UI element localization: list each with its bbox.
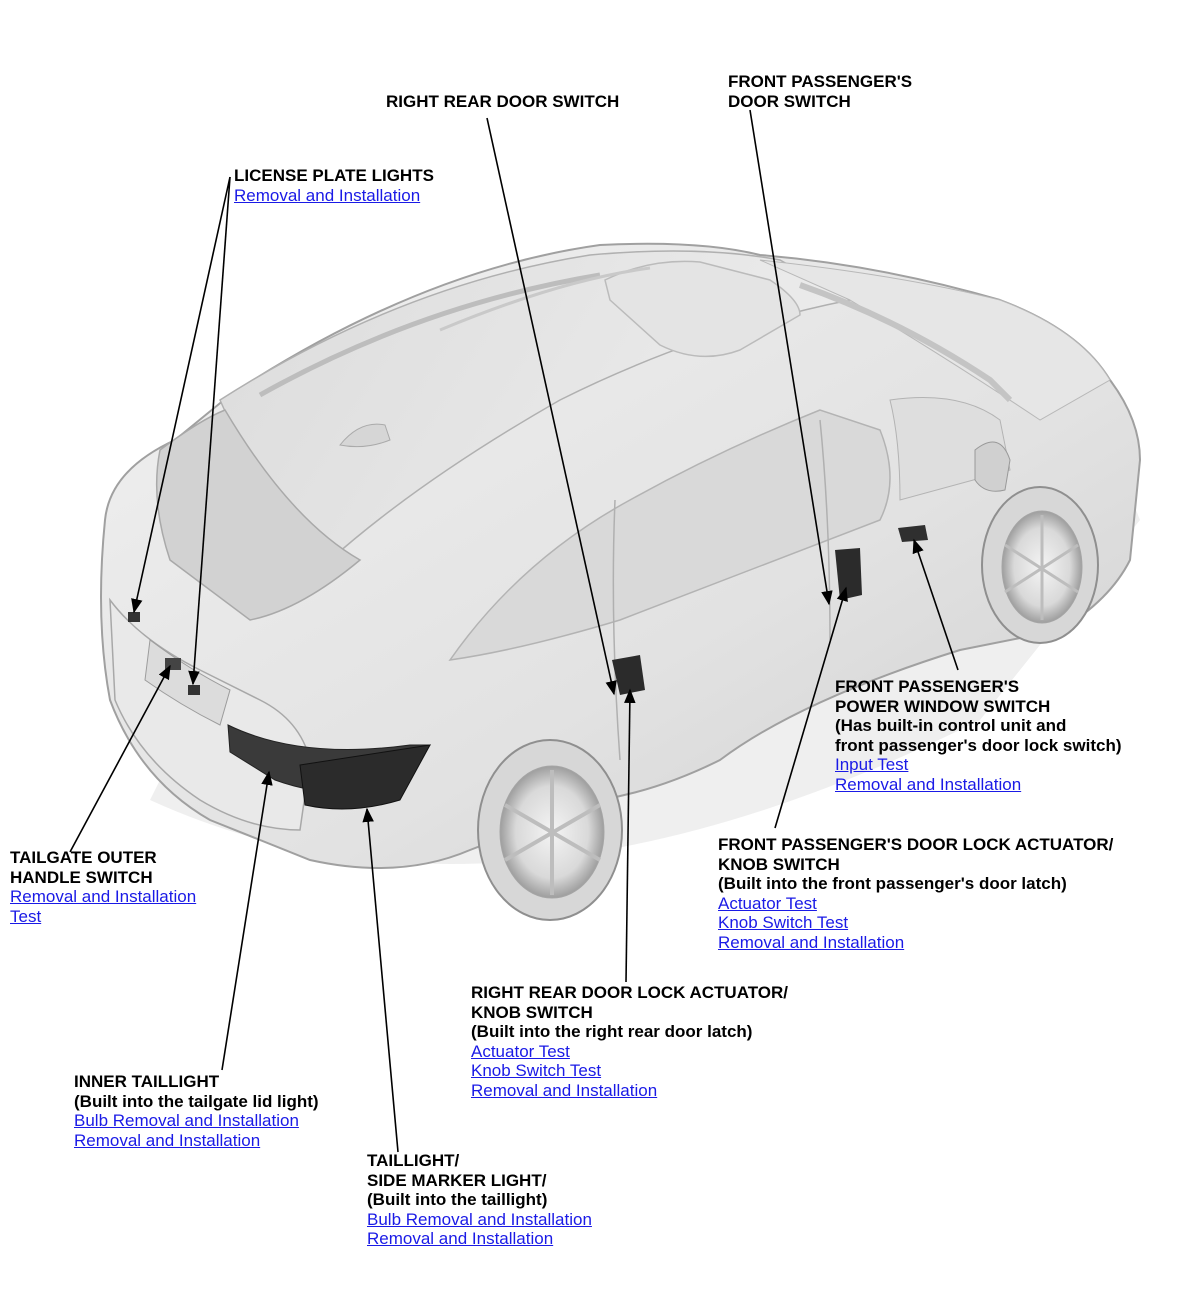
link-removal-installation[interactable]: Removal and Installation bbox=[234, 185, 421, 205]
callout-subtitle: (Built into the right rear door latch) bbox=[471, 1022, 753, 1042]
leader-right-rear-door-switch bbox=[486, 117, 617, 696]
side-windows bbox=[448, 409, 891, 661]
callout-front-passenger-door-lock-actuator: FRONT PASSENGER'S DOOR LOCK ACTUATOR/ KN… bbox=[718, 835, 1113, 953]
link-knob-switch-test[interactable]: Knob Switch Test bbox=[471, 1061, 602, 1081]
license-light-left bbox=[128, 612, 140, 622]
leader-lines bbox=[69, 109, 959, 1153]
link-input-test[interactable]: Input Test bbox=[835, 755, 909, 775]
leader-taillight-side-marker bbox=[362, 807, 399, 1153]
link-removal-installation[interactable]: Removal and Installation bbox=[10, 887, 197, 907]
callout-title: KNOB SWITCH bbox=[718, 854, 840, 874]
leader-license-plate-left bbox=[131, 176, 231, 614]
callout-license-plate-lights: LICENSE PLATE LIGHTS Removal and Install… bbox=[234, 166, 434, 205]
callout-subtitle: (Built into the taillight) bbox=[367, 1190, 548, 1210]
callout-inner-taillight: INNER TAILLIGHT (Built into the tailgate… bbox=[74, 1072, 319, 1150]
callout-title: FRONT PASSENGER'S bbox=[835, 677, 1020, 696]
link-removal-installation[interactable]: Removal and Installation bbox=[367, 1229, 554, 1249]
car-body bbox=[100, 242, 1142, 921]
link-test[interactable]: Test bbox=[10, 906, 42, 926]
link-actuator-test[interactable]: Actuator Test bbox=[718, 893, 817, 913]
callout-title: RIGHT REAR DOOR SWITCH bbox=[386, 92, 620, 111]
leader-license-plate-right bbox=[188, 176, 231, 686]
callout-taillight-side-marker-light: TAILLIGHT/ SIDE MARKER LIGHT/ (Built int… bbox=[367, 1151, 592, 1249]
rear-window bbox=[155, 409, 362, 621]
callout-right-rear-door-lock-actuator: RIGHT REAR DOOR LOCK ACTUATOR/ KNOB SWIT… bbox=[471, 983, 788, 1101]
callout-subtitle: (Has built-in control unit and bbox=[835, 716, 1067, 736]
taillight-lens bbox=[299, 744, 431, 810]
window-switch bbox=[898, 525, 928, 542]
callout-front-passenger-door-switch: FRONT PASSENGER'S DOOR SWITCH bbox=[728, 72, 912, 111]
callout-title: LICENSE PLATE LIGHTS bbox=[234, 166, 434, 185]
callout-subtitle: (Built into the tailgate lid light) bbox=[74, 1091, 319, 1111]
callout-title: HANDLE SWITCH bbox=[10, 867, 153, 887]
callout-title: FRONT PASSENGER'S DOOR LOCK ACTUATOR/ bbox=[718, 835, 1114, 854]
callout-title: DOOR SWITCH bbox=[728, 91, 851, 111]
callout-title: RIGHT REAR DOOR LOCK ACTUATOR/ bbox=[471, 983, 789, 1002]
link-removal-installation[interactable]: Removal and Installation bbox=[471, 1080, 658, 1100]
rear-door-latch bbox=[612, 655, 645, 695]
tailgate-handle bbox=[165, 658, 181, 670]
callout-front-passenger-power-window-switch: FRONT PASSENGER'S POWER WINDOW SWITCH (H… bbox=[835, 677, 1122, 795]
front-wheel bbox=[981, 486, 1099, 644]
link-knob-switch-test[interactable]: Knob Switch Test bbox=[718, 913, 849, 933]
callout-title: FRONT PASSENGER'S bbox=[728, 72, 913, 91]
callout-title: TAILGATE OUTER bbox=[10, 848, 157, 867]
callout-tailgate-outer-handle-switch: TAILGATE OUTER HANDLE SWITCH Removal and… bbox=[10, 848, 196, 926]
leader-tailgate-handle-switch bbox=[69, 664, 171, 853]
sunroof bbox=[604, 260, 801, 358]
leader-power-window-switch bbox=[912, 538, 959, 671]
link-actuator-test[interactable]: Actuator Test bbox=[471, 1041, 570, 1061]
callout-title: KNOB SWITCH bbox=[471, 1002, 593, 1022]
leader-inner-taillight bbox=[221, 770, 273, 1071]
leader-front-door-lock-actuator bbox=[774, 586, 848, 829]
link-removal-installation[interactable]: Removal and Installation bbox=[74, 1130, 261, 1150]
callout-title: POWER WINDOW SWITCH bbox=[835, 696, 1051, 716]
callout-title: SIDE MARKER LIGHT/ bbox=[367, 1170, 547, 1190]
link-bulb-removal-installation[interactable]: Bulb Removal and Installation bbox=[367, 1209, 592, 1229]
rear-wheel bbox=[477, 739, 623, 921]
link-removal-installation[interactable]: Removal and Installation bbox=[718, 932, 905, 952]
link-bulb-removal-installation[interactable]: Bulb Removal and Installation bbox=[74, 1111, 299, 1131]
license-light-right bbox=[188, 685, 200, 695]
leader-right-rear-door-lock bbox=[624, 688, 636, 983]
callout-title: INNER TAILLIGHT bbox=[74, 1072, 220, 1091]
callout-title: TAILLIGHT/ bbox=[367, 1151, 460, 1170]
callout-subtitle: (Built into the front passenger's door l… bbox=[718, 874, 1067, 894]
callout-subtitle: front passenger's door lock switch) bbox=[835, 735, 1122, 755]
callout-right-rear-door-switch: RIGHT REAR DOOR SWITCH bbox=[386, 92, 619, 112]
link-removal-installation[interactable]: Removal and Installation bbox=[835, 774, 1022, 794]
leader-front-passenger-door-switch bbox=[749, 109, 833, 606]
